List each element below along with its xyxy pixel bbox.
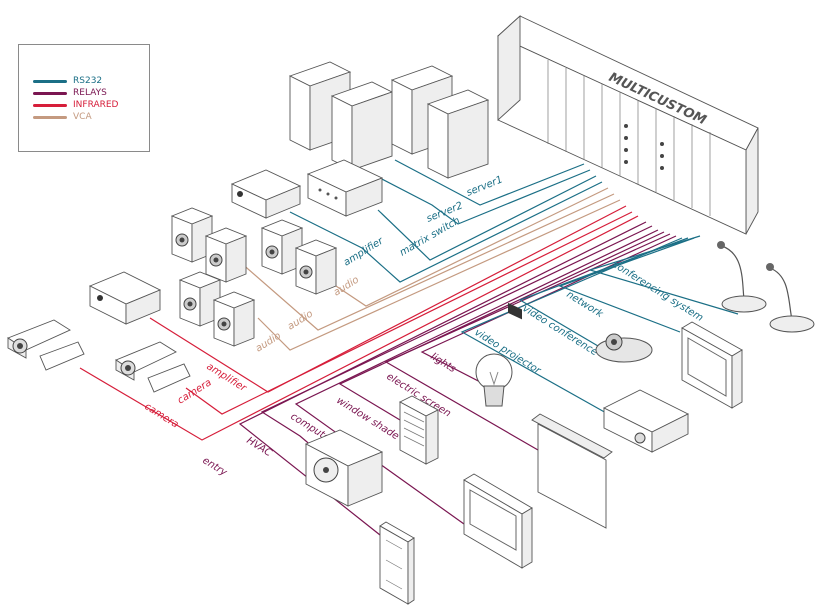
label-entry: entry xyxy=(200,455,229,479)
projection-screen-icon xyxy=(531,413,613,529)
legend-swatch xyxy=(33,91,67,95)
line-camera1 xyxy=(185,211,633,415)
label-audio2: audio xyxy=(286,309,315,333)
speaker-icon xyxy=(212,291,256,347)
computer-icon xyxy=(463,473,533,569)
legend-swatch xyxy=(33,79,67,83)
legend-label: VCA xyxy=(73,112,92,122)
legend-swatch xyxy=(33,115,67,119)
speaker-icon xyxy=(260,219,304,275)
camera-icon xyxy=(7,319,85,371)
legend-label: RELAYS xyxy=(73,88,107,98)
line-amplifier-top xyxy=(289,181,603,283)
label-lights: lights xyxy=(428,351,457,375)
legend-item-relays: RELAYS xyxy=(33,87,107,99)
line-electric-screen xyxy=(384,233,671,451)
server-icon xyxy=(288,61,490,179)
conference-camera-icon xyxy=(595,333,653,363)
matrix-switch-icon xyxy=(306,159,384,217)
speaker-icon xyxy=(178,271,222,327)
line-server2 xyxy=(379,169,591,225)
label-server1: server1 xyxy=(465,174,504,198)
camera-icon xyxy=(115,341,191,393)
label-camera1: camera xyxy=(176,377,214,406)
legend-label: RS232 xyxy=(73,76,103,86)
line-video-conference xyxy=(518,237,689,347)
line-entry xyxy=(238,221,647,555)
line-computer xyxy=(294,229,659,525)
legend: RS232 RELAYS INFRARED VCA xyxy=(18,44,150,152)
line-server1 xyxy=(394,159,585,206)
line-video-projector xyxy=(460,237,683,415)
line-audio2 xyxy=(239,193,615,331)
label-camera2: camera xyxy=(142,401,180,430)
line-window-shade xyxy=(338,231,665,421)
amplifier-icon xyxy=(230,169,302,219)
label-network: network xyxy=(564,289,605,320)
microphone-icon xyxy=(766,263,815,333)
speaker-icon xyxy=(204,227,248,283)
legend-swatch xyxy=(33,103,67,107)
multicustom-controller: MULTICUSTOM xyxy=(497,14,759,320)
speaker-icon xyxy=(294,239,338,295)
hvac-unit-icon xyxy=(304,429,384,507)
legend-item-rs232: RS232 xyxy=(33,75,102,87)
label-audio3: audio xyxy=(254,331,283,355)
microphone-icon xyxy=(717,241,767,313)
line-network xyxy=(558,237,695,333)
line-audio3 xyxy=(257,199,621,351)
connection-lines xyxy=(79,159,739,555)
line-camera2 xyxy=(79,215,639,441)
projector-icon xyxy=(602,389,690,453)
legend-label: INFRARED xyxy=(73,100,119,110)
window-shade-icon xyxy=(399,395,439,465)
legend-item-infrared: INFRARED xyxy=(33,99,118,111)
speaker-icons xyxy=(170,207,338,347)
light-bulb-icon xyxy=(475,353,513,407)
line-audio1 xyxy=(329,187,609,307)
line-matrix-switch xyxy=(377,175,597,261)
tablet-icon xyxy=(681,321,743,409)
legend-item-vca: VCA xyxy=(33,111,92,123)
line-conferencing xyxy=(587,235,739,315)
door-icon xyxy=(379,521,415,605)
amplifier-icon xyxy=(88,271,162,325)
label-conferencing: conferencing system xyxy=(610,259,705,324)
